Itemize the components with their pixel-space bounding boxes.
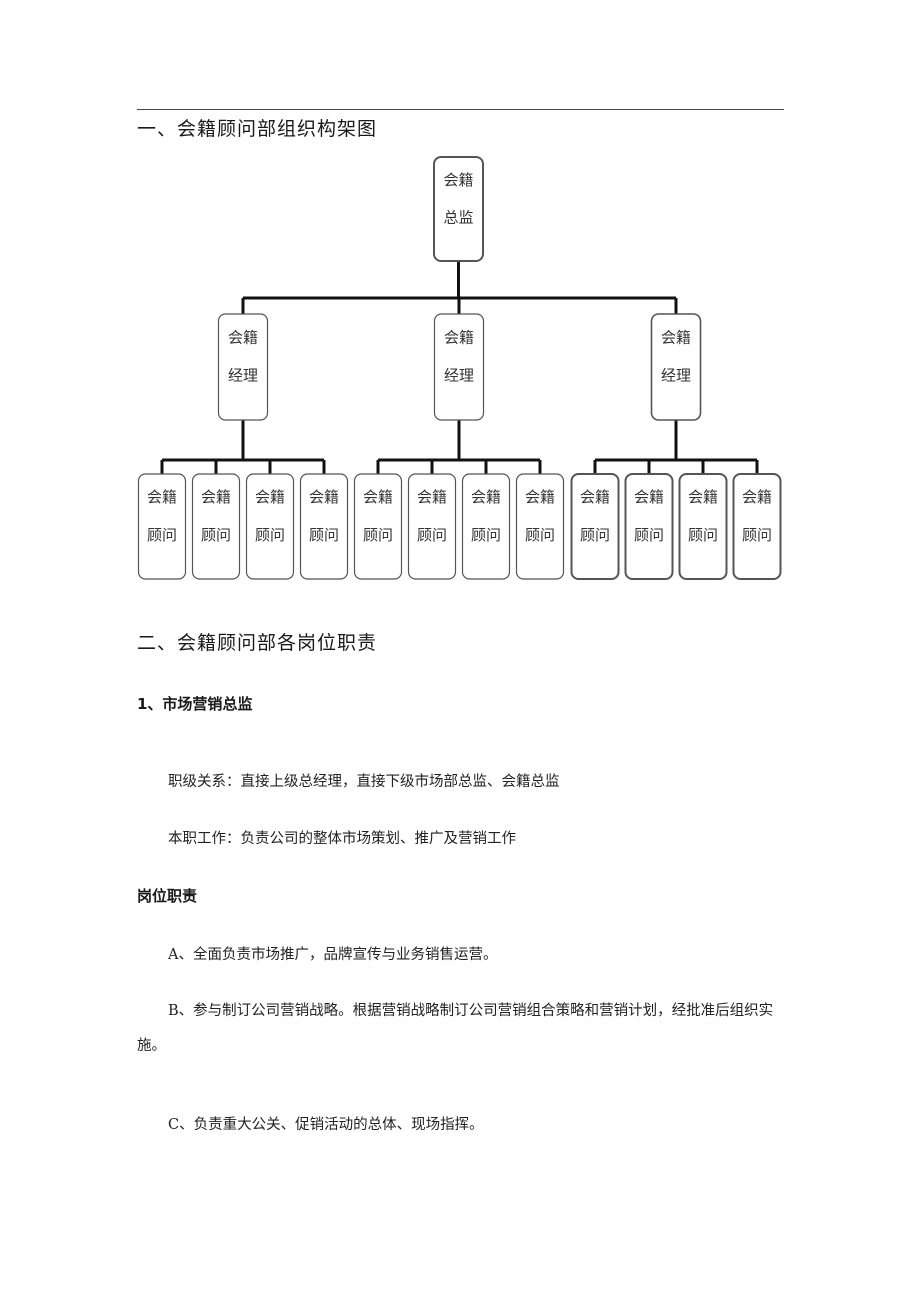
paragraph-duty-a: A、全面负责市场推广，品牌宣传与业务销售运营。 <box>168 947 498 963</box>
org-chart-boxes: 会籍总监会籍经理会籍经理会籍经理会籍顾问会籍顾问会籍顾问会籍顾问会籍顾问会籍顾问… <box>137 156 782 580</box>
org-box-consultant-2-1-frame <box>353 473 403 580</box>
org-box-consultant-3-1: 会籍顾问 <box>570 473 620 580</box>
org-box-consultant-1-3-frame <box>245 473 295 580</box>
org-box-consultant-1-2-frame <box>191 473 241 580</box>
org-box-consultant-2-2-label-1: 会籍 <box>417 488 447 506</box>
org-box-manager-3-label-2: 经理 <box>661 366 691 384</box>
paragraph-reporting-relation: 职级关系：直接上级总经理，直接下级市场部总监、会籍总监 <box>168 774 560 790</box>
org-box-consultant-3-4-label-1: 会籍 <box>742 488 772 506</box>
org-box-consultant-3-2: 会籍顾问 <box>624 473 674 580</box>
org-box-consultant-1-1-label-1: 会籍 <box>147 488 177 506</box>
org-box-manager-2-label-2: 经理 <box>444 366 474 384</box>
sub-title-marketing-director: 1、市场营销总监 <box>137 695 253 713</box>
org-box-consultant-3-3: 会籍顾问 <box>678 473 728 580</box>
org-box-manager-3-frame <box>650 313 702 421</box>
org-box-consultant-2-2-label-2: 顾问 <box>417 526 447 544</box>
org-box-manager-3-label-1: 会籍 <box>661 328 691 346</box>
org-box-director: 会籍总监 <box>433 156 484 262</box>
org-box-consultant-2-1-label-2: 顾问 <box>363 526 393 544</box>
org-box-consultant-2-3: 会籍顾问 <box>461 473 511 580</box>
org-box-consultant-2-1: 会籍顾问 <box>353 473 403 580</box>
org-box-consultant-1-4-label-1: 会籍 <box>309 488 339 506</box>
paragraph-duty-b: B、参与制订公司营销战略。根据营销战略制订公司营销组合策略和营销计划，经批准后组… <box>137 1003 774 1054</box>
org-box-consultant-3-4-frame <box>732 473 782 580</box>
org-box-consultant-2-3-label-2: 顾问 <box>471 526 501 544</box>
org-box-consultant-1-1-frame <box>137 473 187 580</box>
org-box-consultant-1-4-label-2: 顾问 <box>309 526 339 544</box>
org-box-consultant-1-1: 会籍顾问 <box>137 473 187 580</box>
org-box-manager-1-label-2: 经理 <box>228 366 258 384</box>
org-chart: 会籍总监会籍经理会籍经理会籍经理会籍顾问会籍顾问会籍顾问会籍顾问会籍顾问会籍顾问… <box>137 156 782 580</box>
top-rule <box>137 109 784 110</box>
section-title-duties: 二、会籍顾问部各岗位职责 <box>137 632 378 654</box>
org-box-manager-1-label-1: 会籍 <box>228 328 258 346</box>
org-box-consultant-1-4-frame <box>299 473 349 580</box>
org-box-consultant-1-2-label-1: 会籍 <box>201 488 231 506</box>
org-box-consultant-1-3-label-2: 顾问 <box>255 526 285 544</box>
org-box-consultant-2-2-frame <box>407 473 457 580</box>
paragraph-duty-c: C、负责重大公关、促销活动的总体、现场指挥。 <box>168 1117 484 1133</box>
org-box-consultant-1-2: 会籍顾问 <box>191 473 241 580</box>
org-box-consultant-1-4: 会籍顾问 <box>299 473 349 580</box>
org-box-manager-2-label-1: 会籍 <box>444 328 474 346</box>
org-box-consultant-3-1-frame <box>570 473 620 580</box>
org-box-consultant-3-3-label-1: 会籍 <box>688 488 718 506</box>
org-box-manager-2-frame <box>433 313 485 421</box>
org-box-consultant-2-3-label-1: 会籍 <box>471 488 501 506</box>
section-title-org-chart: 一、会籍顾问部组织构架图 <box>137 118 378 140</box>
org-box-director-frame <box>433 156 484 262</box>
org-chart-connectors <box>160 261 759 474</box>
org-box-consultant-3-3-label-2: 顾问 <box>688 526 718 544</box>
org-box-consultant-3-3-frame <box>678 473 728 580</box>
org-box-consultant-3-2-label-2: 顾问 <box>634 526 664 544</box>
org-box-consultant-3-1-label-1: 会籍 <box>580 488 610 506</box>
org-box-consultant-3-2-frame <box>624 473 674 580</box>
org-box-consultant-2-4-frame <box>515 473 565 580</box>
org-box-consultant-3-1-label-2: 顾问 <box>580 526 610 544</box>
org-box-consultant-2-1-label-1: 会籍 <box>363 488 393 506</box>
org-box-consultant-2-3-frame <box>461 473 511 580</box>
org-box-consultant-2-4-label-1: 会籍 <box>525 488 555 506</box>
org-box-consultant-1-1-label-2: 顾问 <box>147 526 177 544</box>
org-box-consultant-3-4: 会籍顾问 <box>732 473 782 580</box>
org-box-consultant-2-4: 会籍顾问 <box>515 473 565 580</box>
org-box-consultant-1-3: 会籍顾问 <box>245 473 295 580</box>
org-box-consultant-2-4-label-2: 顾问 <box>525 526 555 544</box>
org-box-director-label-1: 会籍 <box>443 171 473 189</box>
org-box-consultant-2-2: 会籍顾问 <box>407 473 457 580</box>
org-box-consultant-3-2-label-1: 会籍 <box>634 488 664 506</box>
org-box-director-label-2: 总监 <box>443 208 473 226</box>
sub-title-duties: 岗位职责 <box>137 887 198 905</box>
org-box-consultant-1-2-label-2: 顾问 <box>201 526 231 544</box>
org-box-consultant-3-4-label-2: 顾问 <box>742 526 772 544</box>
paragraph-main-job: 本职工作：负责公司的整体市场策划、推广及营销工作 <box>168 831 516 847</box>
org-box-manager-1-frame <box>217 313 269 421</box>
org-box-consultant-1-3-label-1: 会籍 <box>255 488 285 506</box>
